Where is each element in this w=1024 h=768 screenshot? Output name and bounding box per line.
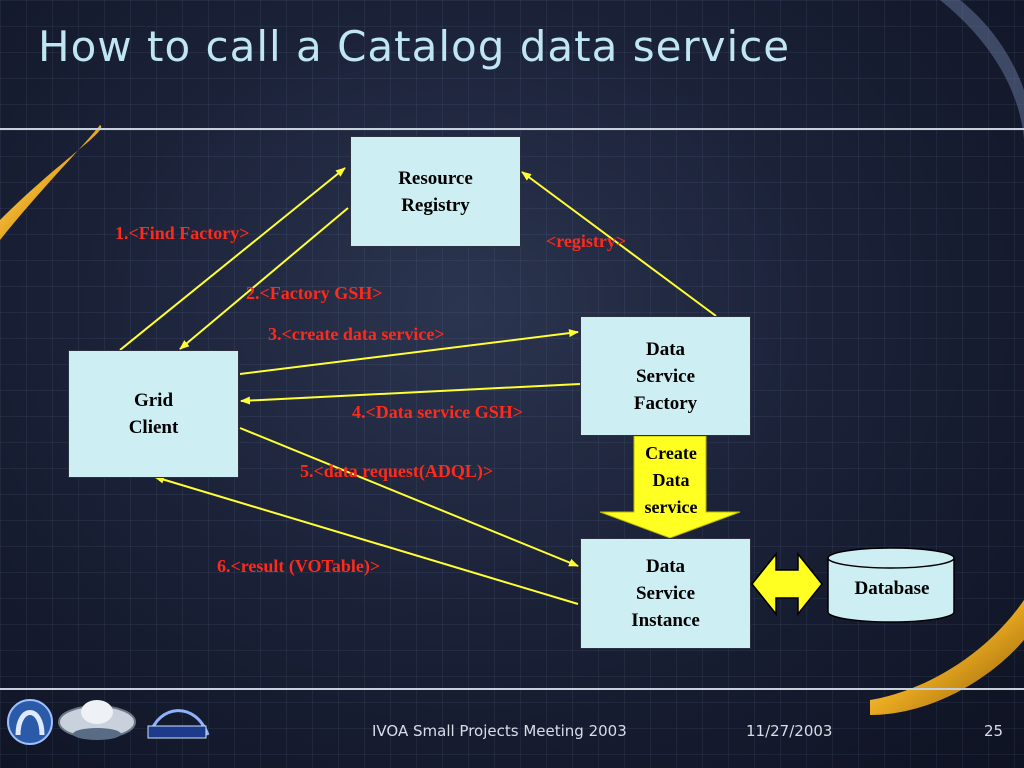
swoosh-right: [870, 600, 1024, 715]
chinavo-logo-icon: [7, 699, 53, 745]
footer-event: IVOA Small Projects Meeting 2003: [372, 722, 627, 740]
create-arrow-shape: [599, 435, 741, 539]
footer-page-number: 25: [984, 722, 1004, 740]
data-service-factory-label: Data Service Factory: [633, 338, 698, 414]
resource-registry-label: Resource Registry: [398, 167, 473, 216]
label-create-data-service: 3.<create data service>: [268, 324, 445, 344]
double-arrow-shape: [751, 551, 823, 617]
slide-title: How to call a Catalog data service: [38, 22, 791, 71]
ivoa-logo-icon: [58, 700, 136, 740]
label-data-service-gsh: 4.<Data service GSH>: [352, 402, 523, 422]
label-result: 6.<result (VOTable)>: [217, 556, 381, 576]
grid-client-box: Grid Client: [68, 350, 239, 478]
grid-client-label: Grid Client: [128, 390, 179, 438]
arrow-result: [154, 475, 579, 605]
database-cylinder: [827, 547, 955, 623]
naoc-logo-icon: [147, 709, 210, 739]
arrow-registry: [521, 171, 717, 317]
footer-date: 11/27/2003: [746, 722, 833, 740]
label-find-factory: 1.<Find Factory>: [115, 223, 250, 243]
database-label: Database: [854, 578, 930, 599]
data-service-instance-box: Data Service Instance: [580, 538, 751, 649]
label-data-request: 5.<data request(ADQL)>: [300, 461, 494, 481]
arrow-data-service-gsh: [240, 383, 581, 405]
title-divider: [0, 128, 1024, 130]
data-service-factory-box: Data Service Factory: [580, 316, 751, 436]
create-data-service-label: Create Data service: [644, 443, 698, 517]
swoosh-right-top: [940, 0, 1024, 140]
arrow-create-data-service: [239, 329, 579, 375]
footer-divider: [0, 688, 1024, 690]
arrow-data-request: [239, 427, 579, 567]
data-service-instance-label: Data Service Instance: [631, 556, 700, 631]
resource-registry-box: Resource Registry: [350, 136, 521, 247]
label-registry: <registry>: [546, 231, 627, 251]
label-factory-gsh: 2.<Factory GSH>: [246, 283, 383, 303]
arrow-find-factory: [119, 167, 346, 351]
arrow-factory-gsh: [179, 207, 349, 350]
swoosh-left: [0, 125, 102, 240]
